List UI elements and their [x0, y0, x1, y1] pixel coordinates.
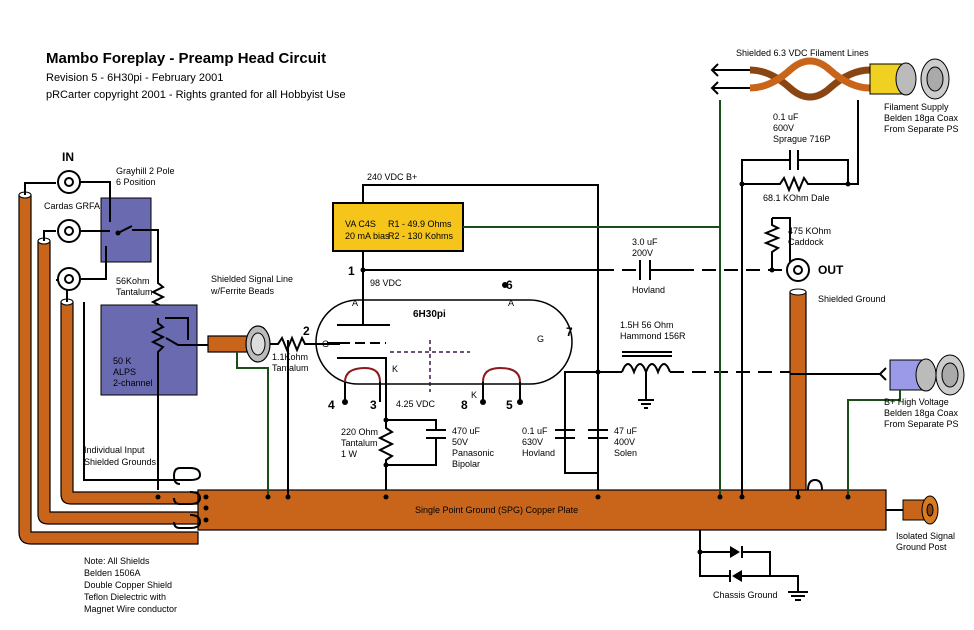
hv-label-1: B+ High Voltage: [884, 397, 949, 407]
shielded-ground-label: Shielded Ground: [818, 294, 886, 304]
spg-copper-plate: [197, 489, 887, 531]
pin-2-label: 2: [303, 324, 310, 338]
volume-pot-body: [100, 304, 198, 396]
fil-r-label: 68.1 KOhm Dale: [763, 193, 830, 203]
fc1-label-2: 630V: [522, 437, 543, 447]
tube-label-g-left: G: [322, 339, 329, 349]
pin-3-label: 3: [370, 398, 377, 412]
signal-shield-cable: [207, 335, 251, 353]
fc1-label-3: Hovland: [522, 448, 555, 458]
plate-voltage-label: 98 VDC: [370, 278, 402, 288]
rk-label-3: 1 W: [341, 449, 358, 459]
input-shield-cables: [18, 182, 209, 545]
tube-label-k-left: K: [392, 364, 398, 374]
bplus-label: 240 VDC B+: [367, 172, 417, 182]
choke-label-2: Hammond 156R: [620, 331, 686, 341]
grounds-label-2: Shielded Grounds: [84, 457, 157, 467]
signal-line-label-2: w/Ferrite Beads: [210, 286, 275, 296]
note-line-3: Double Copper Shield: [84, 580, 172, 590]
copyright-text: pRCarter copyright 2001 - Rights granted…: [46, 89, 346, 101]
grounds-label-1: Individual Input: [84, 445, 145, 455]
revision-text: Revision 5 - 6H30pi - February 2001: [46, 72, 223, 84]
in-label: IN: [62, 150, 74, 164]
spg-plate-label: Single Point Ground (SPG) Copper Plate: [415, 505, 578, 515]
tube-label-k-right: K: [471, 390, 477, 400]
hv-label-3: From Separate PS: [884, 419, 959, 429]
switch-label-2: 6 Position: [116, 177, 156, 187]
fil-cap-label-2: 600V: [773, 123, 794, 133]
coupling-cap-label-1: 3.0 uF: [632, 237, 658, 247]
coupling-cap-label-2: 200V: [632, 248, 653, 258]
input-jacks: [57, 170, 81, 291]
hv-label-2: Belden 18ga Coax: [884, 408, 959, 418]
note-line-4: Teflon Dielectric with: [84, 592, 166, 602]
cardas-label: Cardas GRFA: [44, 201, 100, 211]
rk-label-2: Tantalum: [341, 438, 378, 448]
tube-6h30pi: [315, 299, 573, 402]
pot-label-2: ALPS: [113, 367, 136, 377]
coupling-cap-label-3: Hovland: [632, 285, 665, 295]
fil-supply-label-1: Filament Supply: [884, 102, 949, 112]
tube-label-g-right: G: [537, 334, 544, 344]
pot-label-1: 50 K: [113, 356, 132, 366]
ck-label-4: Bipolar: [452, 459, 480, 469]
fc2-label-3: Solen: [614, 448, 637, 458]
pin-5-label: 5: [506, 398, 513, 412]
fc1-label-1: 0.1 uF: [522, 426, 548, 436]
note-line-2: Belden 1506A: [84, 568, 141, 578]
output-shield-cable: [789, 291, 807, 491]
rk-label-1: 220 Ohm: [341, 427, 378, 437]
ck-label-2: 50V: [452, 437, 468, 447]
fil-supply-label-3: From Separate PS: [884, 124, 959, 134]
pin-8-label: 8: [461, 398, 468, 412]
r11-label-2: Tantalum: [272, 363, 309, 373]
pot-label-3: 2-channel: [113, 378, 153, 388]
pin-7-label: 7: [566, 325, 573, 339]
fil-supply-label-2: Belden 18ga Coax: [884, 113, 959, 123]
signal-line-label-1: Shielded Signal Line: [211, 274, 293, 284]
pin-4-label: 4: [328, 398, 335, 412]
choke-inductor: [621, 351, 672, 409]
ground-post-label-1: Isolated Signal: [896, 531, 955, 541]
r56-label-1: 56Kohm: [116, 276, 150, 286]
hv-coax-connector: [790, 354, 965, 396]
tube-label-a-right: A: [508, 298, 514, 308]
ground-post-label-2: Ground Post: [896, 542, 947, 552]
ccs-label-1: VA C4S: [345, 219, 376, 229]
fil-cap-label-1: 0.1 uF: [773, 112, 799, 122]
tube-name: 6H30pi: [413, 309, 446, 320]
cathode-voltage-label: 4.25 VDC: [396, 399, 436, 409]
note-line-5: Magnet Wire conductor: [84, 604, 177, 614]
twisted-filament-lines: [710, 57, 950, 101]
ck-label-3: Panasonic: [452, 448, 495, 458]
page-title: Mambo Foreplay - Preamp Head Circuit: [46, 50, 326, 67]
fc2-label-1: 47 uF: [614, 426, 638, 436]
tube-label-a-left: A: [352, 298, 358, 308]
ground-post: [902, 495, 939, 525]
out-label: OUT: [818, 263, 844, 277]
pin-6-label: 6: [506, 278, 513, 292]
r475-label-2: Caddock: [788, 237, 824, 247]
ccs-label-r2: R2 - 130 Kohms: [388, 231, 454, 241]
switch-label-1: Grayhill 2 Pole: [116, 166, 175, 176]
chassis-ground-label: Chassis Ground: [713, 590, 778, 600]
choke-label-1: 1.5H 56 Ohm: [620, 320, 674, 330]
ccs-label-r1: R1 - 49.9 Ohms: [388, 219, 452, 229]
r11-label-1: 1.1Kohm: [272, 352, 308, 362]
r475-label-1: 475 KOhm: [788, 226, 831, 236]
fc2-label-2: 400V: [614, 437, 635, 447]
fil-cap-label-3: Sprague 716P: [773, 134, 831, 144]
pin-1-label: 1: [348, 264, 355, 278]
note-line-1: Note: All Shields: [84, 556, 150, 566]
ck-label-1: 470 uF: [452, 426, 481, 436]
filament-lines-label: Shielded 6.3 VDC Filament Lines: [736, 48, 869, 58]
ccs-board: [332, 202, 464, 252]
r56-label-2: Tantalum: [116, 287, 153, 297]
ccs-label-2: 20 mA bias: [345, 231, 390, 241]
